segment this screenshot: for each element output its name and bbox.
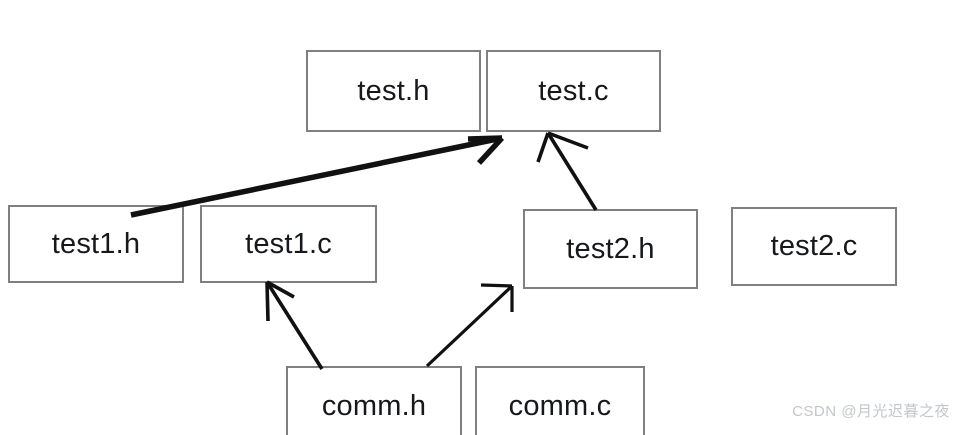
node-test2-c[interactable]: test2.c xyxy=(731,207,897,286)
node-comm-c[interactable]: comm.c xyxy=(475,366,645,435)
edge-commh-to-test1c xyxy=(265,280,324,370)
node-label: comm.c xyxy=(508,389,612,422)
node-test-c[interactable]: test.c xyxy=(486,50,661,132)
node-test1-c[interactable]: test1.c xyxy=(200,205,377,283)
node-label: test1.c xyxy=(245,227,332,260)
node-label: test2.h xyxy=(566,232,655,265)
node-label: test.c xyxy=(538,74,609,107)
node-label: test2.c xyxy=(770,230,858,262)
node-test-h[interactable]: test.h xyxy=(306,50,481,132)
node-test1-h[interactable]: test1.h xyxy=(8,205,184,283)
node-comm-h[interactable]: comm.h xyxy=(286,366,462,435)
node-label: test.h xyxy=(357,74,430,107)
node-label: test1.h xyxy=(51,227,141,260)
node-test2-h[interactable]: test2.h xyxy=(523,209,698,289)
edge-test2h-to-testc xyxy=(536,131,598,211)
node-label: comm.h xyxy=(321,389,427,422)
edge-test1h-to-testc xyxy=(130,135,505,218)
edge-commh-to-test2h xyxy=(425,283,514,368)
csdn-watermark: CSDN @月光迟暮之夜 xyxy=(792,403,950,420)
